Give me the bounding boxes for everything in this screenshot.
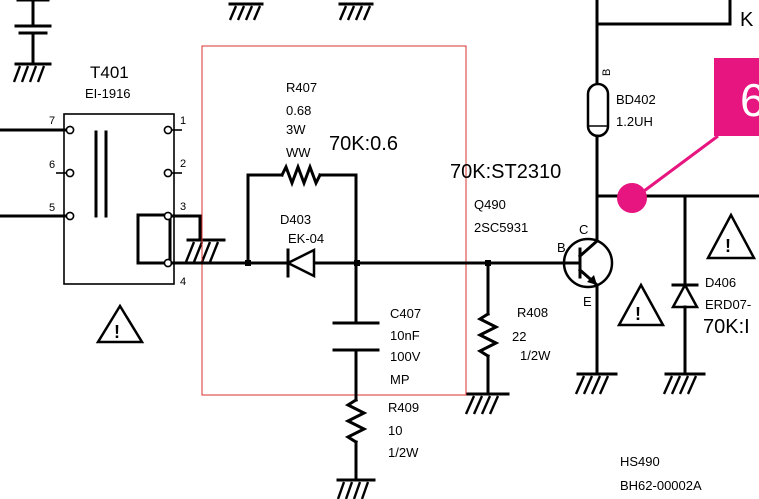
d403-part: EK-04 [288, 231, 324, 246]
heatsink-part: BH62-00002A [620, 478, 702, 493]
callout-marker: 6 [617, 58, 759, 213]
transistor-q490: 70K:ST2310 Q490 2SC5931 C B E [450, 161, 618, 395]
r408-ref: R408 [517, 305, 548, 320]
r408-value: 22 [512, 329, 526, 344]
q490-pin-b: B [557, 240, 566, 255]
warning-mark-right-top: ! [725, 236, 731, 256]
t401-pin-2: 2 [180, 158, 186, 170]
warning-mark: ! [114, 322, 120, 342]
diode-d406: D406 ERD07- 70K:I [662, 194, 751, 395]
d406-part: ERD07- [705, 297, 751, 312]
ground-top-middle-1 [228, 2, 264, 21]
t401-pin-1: 1 [180, 115, 186, 127]
t401-part: EI-1916 [85, 86, 131, 101]
r407-type: WW [286, 145, 311, 160]
t401-pin-4: 4 [180, 276, 186, 288]
q490-part: 2SC5931 [474, 220, 528, 235]
highlight-box [201, 45, 467, 396]
transformer-t401: T401 EI-1916 7 6 5 1 2 3 4 [0, 63, 202, 288]
resistor-r408: R408 22 1/2W [464, 261, 551, 415]
bd402-value: 1.2UH [616, 114, 653, 129]
ground-top-middle-2 [338, 2, 374, 21]
r407-note: 70K:0.6 [329, 133, 398, 155]
c407-ref: C407 [390, 306, 421, 321]
inductor-bd402: B BD402 1.2UH K [586, 0, 754, 198]
ground-top-left [12, 0, 52, 83]
ground-t401 [184, 214, 226, 263]
bd402-pin-b: B [601, 69, 613, 76]
r409-ref: R409 [388, 400, 419, 415]
r407-value: 0.68 [286, 103, 311, 118]
warning-triangle-right-bottom: ! [616, 282, 666, 327]
r407-power: 3W [286, 122, 306, 137]
r408-power: 1/2W [520, 348, 551, 363]
bd402-ref: BD402 [616, 92, 656, 107]
q490-pin-e: E [583, 294, 592, 309]
q490-pin-c: C [579, 222, 588, 237]
warning-triangle-left: ! [95, 303, 145, 344]
warning-mark-right-bottom: ! [635, 304, 641, 324]
d406-note: 70K:I [703, 316, 750, 338]
r409-value: 10 [388, 423, 402, 438]
q490-note: 70K:ST2310 [450, 161, 561, 183]
q490-ref: Q490 [474, 197, 506, 212]
resistor-r407: R407 0.68 3W WW 70K:0.6 [246, 80, 398, 265]
t401-pin-7: 7 [49, 115, 55, 127]
diode-d403: D403 EK-04 [280, 212, 324, 279]
r409-power: 1/2W [388, 445, 419, 460]
r407-ref: R407 [286, 80, 317, 95]
resistor-r409: R409 10 1/2W [336, 397, 419, 499]
top-right-letter: K [740, 9, 754, 31]
heatsink-ref: HS490 [620, 454, 660, 469]
callout-digit: 6 [740, 74, 759, 126]
d403-ref: D403 [280, 212, 311, 227]
t401-ref: T401 [90, 63, 129, 82]
t401-pin-3: 3 [180, 201, 186, 213]
warning-triangle-right-top: ! [705, 212, 757, 260]
t401-pin-5: 5 [49, 202, 55, 214]
c407-value: 10nF [390, 328, 420, 343]
capacitor-c407: C407 10nF 100V MP [332, 261, 421, 402]
d406-ref: D406 [705, 275, 736, 290]
c407-type: MP [390, 372, 410, 387]
c407-voltage: 100V [390, 349, 421, 364]
t401-pin-6: 6 [49, 159, 55, 171]
